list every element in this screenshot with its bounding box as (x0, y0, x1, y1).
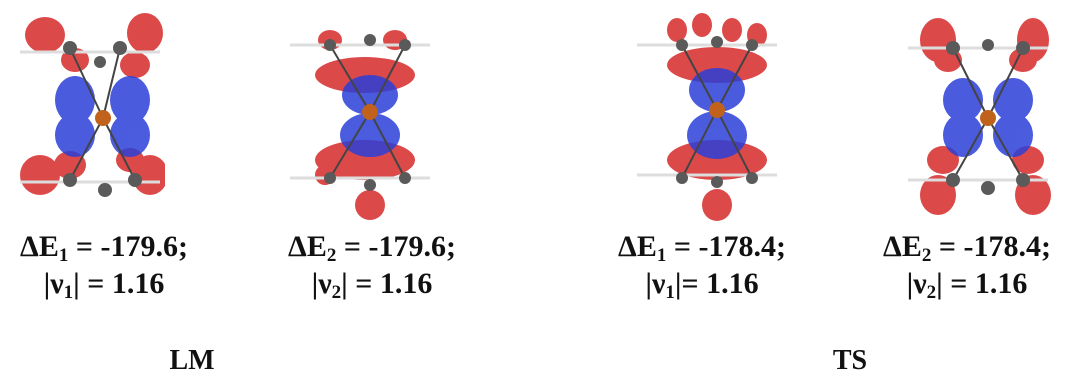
frequency-line: |ν1|= 1.16 (645, 267, 759, 303)
delta-e-symbol: ΔE (883, 230, 922, 263)
energy-value: -179.6 (368, 230, 446, 263)
energy-line: ΔE2 = -179.6; (288, 230, 456, 266)
orbital-structure-lm-2 (290, 30, 430, 220)
frequency-value: 1.16 (974, 267, 1028, 300)
delta-e-symbol: ΔE (288, 230, 327, 263)
delta-e-subscript: 2 (326, 245, 337, 266)
delta-e-subscript: 2 (921, 245, 932, 266)
frequency-value: 1.16 (706, 267, 759, 300)
nu-subscript: 1 (665, 282, 675, 303)
orbital-panel-lm-2 (285, 0, 435, 225)
delta-e-symbol: ΔE (20, 230, 59, 263)
orbital-panel-ts-2 (903, 0, 1053, 225)
frequency-value: 1.16 (379, 267, 433, 300)
nu-symbol: ν (318, 267, 332, 300)
delta-e-symbol: ΔE (618, 230, 657, 263)
frequency-line: |ν2| = 1.16 (311, 267, 433, 303)
energy-line: ΔE2 = -178.4; (883, 230, 1051, 266)
orbital-structure-lm-1 (20, 13, 165, 197)
nu-symbol: ν (913, 267, 927, 300)
energy-line: ΔE1 = -178.4; (618, 230, 786, 266)
orbital-structure-ts-1 (637, 13, 777, 221)
energy-value: -179.6 (100, 230, 178, 263)
caption-lm-1: ΔE1 = -179.6; |ν1| = 1.16 (0, 228, 224, 302)
orbital-structure-ts-2 (908, 18, 1051, 215)
orbital-panel-ts-1 (632, 0, 782, 225)
frequency-value: 1.16 (111, 267, 165, 300)
delta-e-subscript: 1 (58, 245, 69, 266)
energy-value: -178.4 (698, 230, 776, 263)
freq-separator: | = (341, 267, 380, 300)
caption-ts-2: ΔE2 = -178.4; |ν2| = 1.16 (847, 228, 1081, 302)
energy-value: -178.4 (963, 230, 1041, 263)
nu-symbol: ν (652, 267, 666, 300)
caption-lm-2: ΔE2 = -179.6; |ν2| = 1.16 (252, 228, 492, 302)
delta-e-subscript: 1 (656, 245, 667, 266)
freq-separator: | = (936, 267, 975, 300)
nu-subscript: 2 (926, 282, 937, 303)
group-label-lm: LM (169, 345, 215, 376)
freq-separator: |= (674, 267, 707, 300)
nu-symbol: ν (50, 267, 64, 300)
frequency-line: |ν1| = 1.16 (43, 267, 165, 303)
freq-separator: | = (73, 267, 112, 300)
caption-ts-1: ΔE1 = -178.4; |ν1|= 1.16 (582, 228, 822, 302)
energy-line: ΔE1 = -179.6; (20, 230, 188, 266)
frequency-line: |ν2| = 1.16 (906, 267, 1028, 303)
group-label-ts: TS (832, 345, 868, 376)
orbital-panel-lm-1 (15, 0, 165, 225)
nu-subscript: 2 (331, 282, 342, 303)
nu-subscript: 1 (63, 282, 74, 303)
